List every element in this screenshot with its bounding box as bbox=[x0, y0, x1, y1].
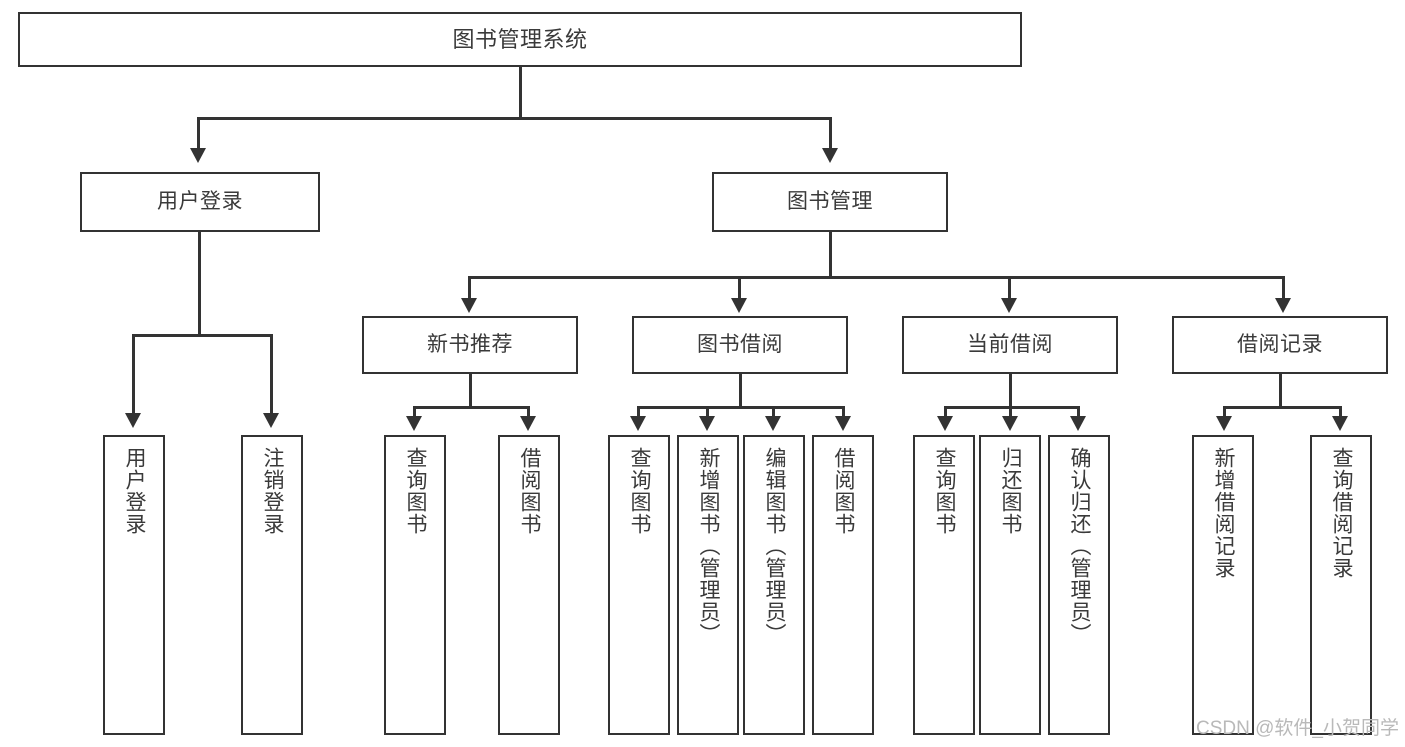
connector-login-to-child-1 bbox=[132, 334, 135, 416]
leaf-newbook-query-books[interactable]: 查询图书 bbox=[384, 435, 446, 735]
node-label: 新增图书（管理员） bbox=[697, 447, 721, 645]
node-label: 查询图书 bbox=[404, 447, 428, 535]
arrow-bookborrow-to-leaf-2 bbox=[699, 416, 715, 431]
leaf-logout[interactable]: 注销登录 bbox=[241, 435, 303, 735]
connector-borrowrecords-stem bbox=[1279, 374, 1282, 408]
leaf-borrowrecords-add-record[interactable]: 新增借阅记录 bbox=[1192, 435, 1254, 735]
connector-login-bar bbox=[132, 334, 272, 337]
node-current-borrow[interactable]: 当前借阅 bbox=[902, 316, 1118, 374]
leaf-bookborrow-query-books[interactable]: 查询图书 bbox=[608, 435, 670, 735]
node-label: 查询借阅记录 bbox=[1330, 447, 1354, 579]
connector-bookborrow-stem bbox=[739, 374, 742, 408]
connector-newbook-to-leaf-2 bbox=[527, 406, 530, 418]
arrow-login-to-child-2 bbox=[263, 413, 279, 428]
arrow-bookmgmt-to-child-2 bbox=[731, 298, 747, 313]
connector-root-to-bookmgmt bbox=[829, 117, 832, 151]
node-label: 用户登录 bbox=[123, 447, 147, 535]
connector-bookborrow-to-leaf-1 bbox=[637, 406, 640, 418]
node-label: 图书借阅 bbox=[697, 332, 783, 356]
arrow-root-to-bookmgmt bbox=[822, 148, 838, 163]
connector-bookborrow-to-leaf-3 bbox=[772, 406, 775, 418]
leaf-user-login[interactable]: 用户登录 bbox=[103, 435, 165, 735]
connector-currentborrow-stem bbox=[1009, 374, 1012, 408]
connector-bookborrow-bar bbox=[637, 406, 845, 409]
node-label: 图书管理 bbox=[787, 189, 873, 213]
connector-currentborrow-to-leaf-1 bbox=[944, 406, 947, 418]
connector-login-to-child-2 bbox=[270, 334, 273, 416]
arrow-currentborrow-to-leaf-3 bbox=[1070, 416, 1086, 431]
connector-bookmgmt-to-child-4 bbox=[1282, 276, 1285, 300]
node-user-login[interactable]: 用户登录 bbox=[80, 172, 320, 232]
arrow-bookborrow-to-leaf-4 bbox=[835, 416, 851, 431]
leaf-bookborrow-edit-book-admin[interactable]: 编辑图书（管理员） bbox=[743, 435, 805, 735]
connector-bookmgmt-to-child-2 bbox=[738, 276, 741, 300]
node-label: 图书管理系统 bbox=[452, 26, 588, 52]
connector-root-bar bbox=[197, 117, 831, 120]
leaf-currentborrow-query-books[interactable]: 查询图书 bbox=[913, 435, 975, 735]
connector-currentborrow-to-leaf-3 bbox=[1077, 406, 1080, 418]
node-label: 确认归还（管理员） bbox=[1068, 447, 1092, 645]
leaf-currentborrow-confirm-return-admin[interactable]: 确认归还（管理员） bbox=[1048, 435, 1110, 735]
connector-borrowrecords-to-leaf-2 bbox=[1339, 406, 1342, 418]
connector-borrowrecords-bar bbox=[1223, 406, 1341, 409]
leaf-borrowrecords-query-record[interactable]: 查询借阅记录 bbox=[1310, 435, 1372, 735]
arrow-login-to-child-1 bbox=[125, 413, 141, 428]
connector-bookborrow-to-leaf-4 bbox=[842, 406, 845, 418]
connector-bookborrow-to-leaf-2 bbox=[706, 406, 709, 418]
connector-bookmgmt-bar bbox=[468, 276, 1284, 279]
node-label: 新增借阅记录 bbox=[1212, 447, 1236, 579]
arrow-bookborrow-to-leaf-1 bbox=[630, 416, 646, 431]
node-root[interactable]: 图书管理系统 bbox=[18, 12, 1022, 67]
node-label: 归还图书 bbox=[999, 447, 1023, 535]
connector-borrowrecords-to-leaf-1 bbox=[1223, 406, 1226, 418]
node-label: 用户登录 bbox=[157, 189, 243, 213]
node-label: 新书推荐 bbox=[427, 332, 513, 356]
node-label: 注销登录 bbox=[261, 447, 285, 535]
node-label: 查询图书 bbox=[933, 447, 957, 535]
node-label: 借阅图书 bbox=[518, 447, 542, 535]
node-label: 借阅图书 bbox=[832, 447, 856, 535]
node-new-book-recommend[interactable]: 新书推荐 bbox=[362, 316, 578, 374]
leaf-bookborrow-add-book-admin[interactable]: 新增图书（管理员） bbox=[677, 435, 739, 735]
node-book-borrow[interactable]: 图书借阅 bbox=[632, 316, 848, 374]
connector-newbook-bar bbox=[413, 406, 529, 409]
connector-currentborrow-to-leaf-2 bbox=[1009, 406, 1012, 418]
arrow-newbook-to-leaf-1 bbox=[406, 416, 422, 431]
node-borrow-records[interactable]: 借阅记录 bbox=[1172, 316, 1388, 374]
arrow-borrowrecords-to-leaf-1 bbox=[1216, 416, 1232, 431]
connector-root-to-login bbox=[197, 117, 200, 151]
connector-newbook-stem bbox=[469, 374, 472, 408]
node-label: 编辑图书（管理员） bbox=[763, 447, 787, 645]
leaf-bookborrow-borrow-books[interactable]: 借阅图书 bbox=[812, 435, 874, 735]
arrow-newbook-to-leaf-2 bbox=[520, 416, 536, 431]
node-label: 查询图书 bbox=[628, 447, 652, 535]
connector-login-stem bbox=[198, 232, 201, 336]
connector-root-stem bbox=[519, 67, 522, 118]
node-label: 借阅记录 bbox=[1237, 332, 1323, 356]
node-book-management[interactable]: 图书管理 bbox=[712, 172, 948, 232]
arrow-bookmgmt-to-child-1 bbox=[461, 298, 477, 313]
arrow-bookmgmt-to-child-3 bbox=[1001, 298, 1017, 313]
arrow-currentborrow-to-leaf-1 bbox=[937, 416, 953, 431]
watermark-text: CSDN @软件_小贺同学 bbox=[1196, 718, 1399, 739]
leaf-currentborrow-return-books[interactable]: 归还图书 bbox=[979, 435, 1041, 735]
arrow-root-to-login bbox=[190, 148, 206, 163]
connector-newbook-to-leaf-1 bbox=[413, 406, 416, 418]
arrow-currentborrow-to-leaf-2 bbox=[1002, 416, 1018, 431]
connector-bookmgmt-to-child-1 bbox=[468, 276, 471, 300]
connector-bookmgmt-to-child-3 bbox=[1008, 276, 1011, 300]
leaf-newbook-borrow-books[interactable]: 借阅图书 bbox=[498, 435, 560, 735]
node-label: 当前借阅 bbox=[967, 332, 1053, 356]
arrow-borrowrecords-to-leaf-2 bbox=[1332, 416, 1348, 431]
connector-bookmgmt-stem bbox=[829, 232, 832, 278]
arrow-bookmgmt-to-child-4 bbox=[1275, 298, 1291, 313]
connector-currentborrow-bar bbox=[944, 406, 1079, 409]
arrow-bookborrow-to-leaf-3 bbox=[765, 416, 781, 431]
